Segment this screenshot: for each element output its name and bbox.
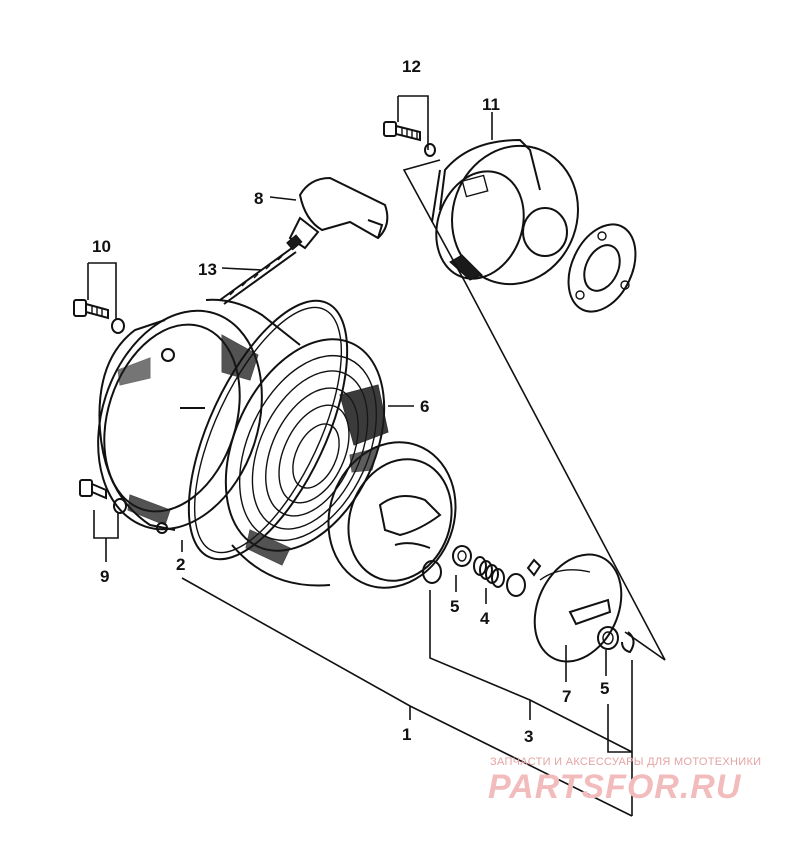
spring-guide-ring bbox=[187, 299, 349, 561]
bolt-part-9 bbox=[79, 479, 127, 514]
spring-part-4 bbox=[473, 556, 505, 588]
callout-5b: 5 bbox=[600, 679, 609, 698]
washer-and-clip-part-5 bbox=[597, 626, 635, 654]
starter-rope-part-13 bbox=[219, 247, 297, 305]
callout-11: 11 bbox=[482, 95, 500, 114]
flange-plate bbox=[567, 223, 637, 313]
callout-13: 13 bbox=[198, 260, 217, 279]
friction-plate-part-7 bbox=[533, 553, 623, 663]
callout-9: 9 bbox=[100, 567, 109, 586]
callout-10: 10 bbox=[92, 237, 111, 256]
bolt-part-12 bbox=[383, 121, 436, 157]
callout-8: 8 bbox=[254, 189, 263, 208]
callout-6: 6 bbox=[420, 397, 429, 416]
watermark-logo: PARTSFOR.RU bbox=[488, 768, 742, 806]
callout-12: 12 bbox=[402, 57, 421, 76]
callout-4: 4 bbox=[480, 609, 490, 628]
starter-cup-part-11 bbox=[431, 138, 579, 286]
leader-lines bbox=[87, 95, 666, 817]
callout-7: 7 bbox=[562, 687, 571, 706]
callout-1: 1 bbox=[402, 725, 411, 744]
washer-part-5 bbox=[452, 545, 472, 567]
starter-handle-part-8 bbox=[286, 176, 389, 251]
bolt-part-10 bbox=[73, 299, 125, 334]
washer-left bbox=[422, 560, 442, 584]
callout-labels: 12 11 8 10 13 6 2 9 5 4 5 7 1 3 bbox=[92, 57, 609, 746]
callout-2: 2 bbox=[176, 555, 185, 574]
callout-3: 3 bbox=[524, 727, 533, 746]
washer-middle bbox=[506, 573, 526, 597]
recoil-spring-part-6 bbox=[224, 338, 389, 587]
small-parts-part-3-group bbox=[422, 545, 542, 597]
watermark-tagline: ЗАПЧАСТИ И АКСЕССУАРЫ ДЛЯ МОТОТЕХНИКИ bbox=[490, 756, 762, 768]
starter-case-part-2 bbox=[97, 298, 301, 534]
rope-reel bbox=[327, 441, 457, 589]
callout-5a: 5 bbox=[450, 597, 459, 616]
